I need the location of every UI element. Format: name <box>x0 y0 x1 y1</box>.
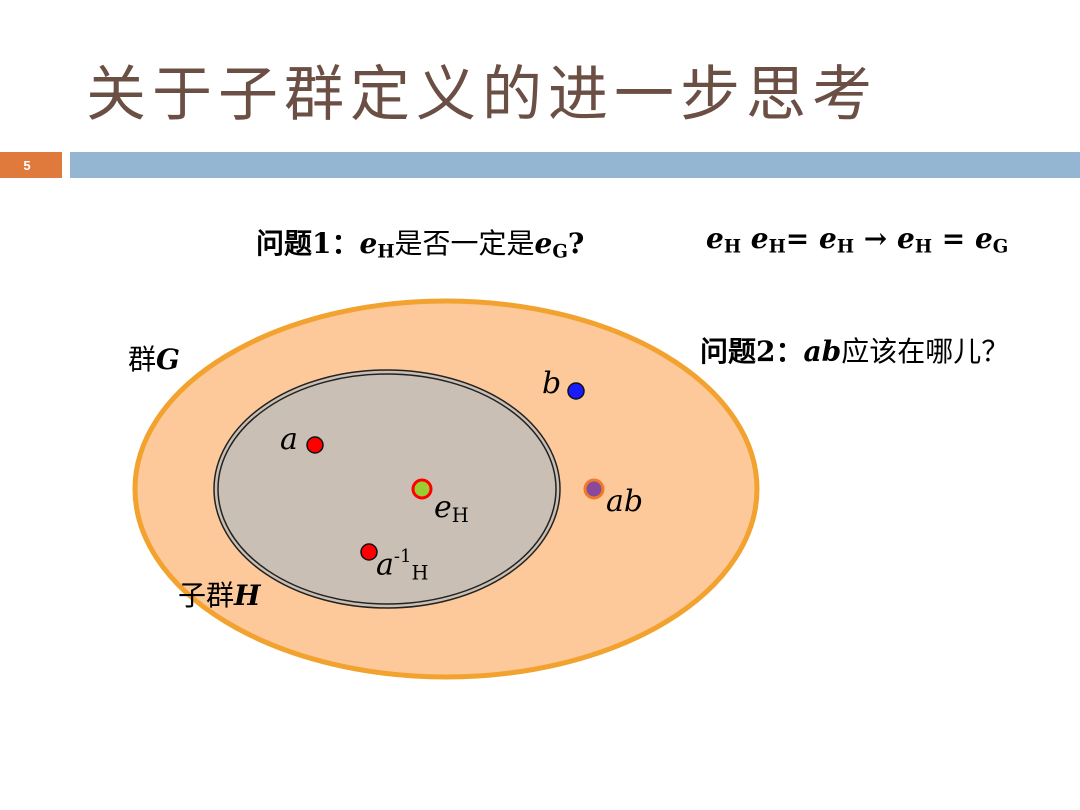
group-label-name: G <box>156 343 180 376</box>
superscript-inverse: -1 <box>393 546 412 567</box>
identity-equation: eH eH= eH → eH = eG <box>706 222 1008 258</box>
ab-symbol: ab <box>803 335 842 368</box>
e-symbol: e <box>534 227 553 260</box>
equals-sign: = <box>785 222 810 255</box>
subscript-h: H <box>914 236 932 258</box>
subgroup-h-label: 子群H <box>178 574 260 614</box>
subgroup-label-prefix: 子群 <box>178 579 235 612</box>
slide-title: 关于子群定义的进一步思考 <box>86 60 878 130</box>
question-1-suffix: ? <box>567 227 585 260</box>
subscript-h: H <box>723 236 742 258</box>
subscript-h: H <box>411 561 429 585</box>
point-b-label: b <box>542 366 562 401</box>
e-symbol: e <box>750 222 769 255</box>
question-2-suffix: 应该在哪儿？ <box>841 335 1010 368</box>
point-a-inverse <box>360 543 378 561</box>
e-symbol: e <box>434 490 452 525</box>
subgroup-h-ellipse <box>213 369 561 609</box>
implies-arrow-icon: → <box>863 222 888 255</box>
point-ab-label: ab <box>606 484 644 519</box>
question-1-prefix: 问题1： <box>256 227 360 260</box>
subgroup-label-name: H <box>234 579 261 612</box>
question-2-prefix: 问题2： <box>700 335 804 368</box>
point-identity <box>411 478 433 500</box>
e-symbol: e <box>896 222 915 255</box>
point-identity-label: eH <box>434 490 469 527</box>
equals-sign: = <box>941 222 966 255</box>
subscript-g: G <box>552 241 568 263</box>
question-2: 问题2：ab应该在哪儿？ <box>700 330 1009 370</box>
subscript-h: H <box>836 236 855 258</box>
point-a-inverse-label: a-1H <box>376 546 428 584</box>
question-1: 问题1：eH是否一定是eG? <box>256 222 584 263</box>
group-g-label: 群G <box>128 338 180 378</box>
subscript-h: H <box>377 241 395 263</box>
question-1-middle: 是否一定是 <box>394 227 535 260</box>
e-symbol: e <box>706 222 724 255</box>
slide-number: 5 <box>0 152 62 178</box>
a-symbol: a <box>376 547 394 583</box>
point-b <box>567 382 585 400</box>
group-label-prefix: 群 <box>128 343 157 376</box>
e-symbol: e <box>359 227 378 260</box>
point-ab <box>583 478 605 500</box>
header-bar <box>70 152 1080 178</box>
subscript-h: H <box>768 236 786 258</box>
point-a-label: a <box>280 422 298 457</box>
e-symbol: e <box>819 222 837 255</box>
subscript-g: G <box>992 236 1009 258</box>
point-a <box>306 436 324 454</box>
subgroup-h-inner-border <box>217 373 557 605</box>
subscript-h: H <box>451 503 469 527</box>
e-symbol: e <box>974 222 993 255</box>
